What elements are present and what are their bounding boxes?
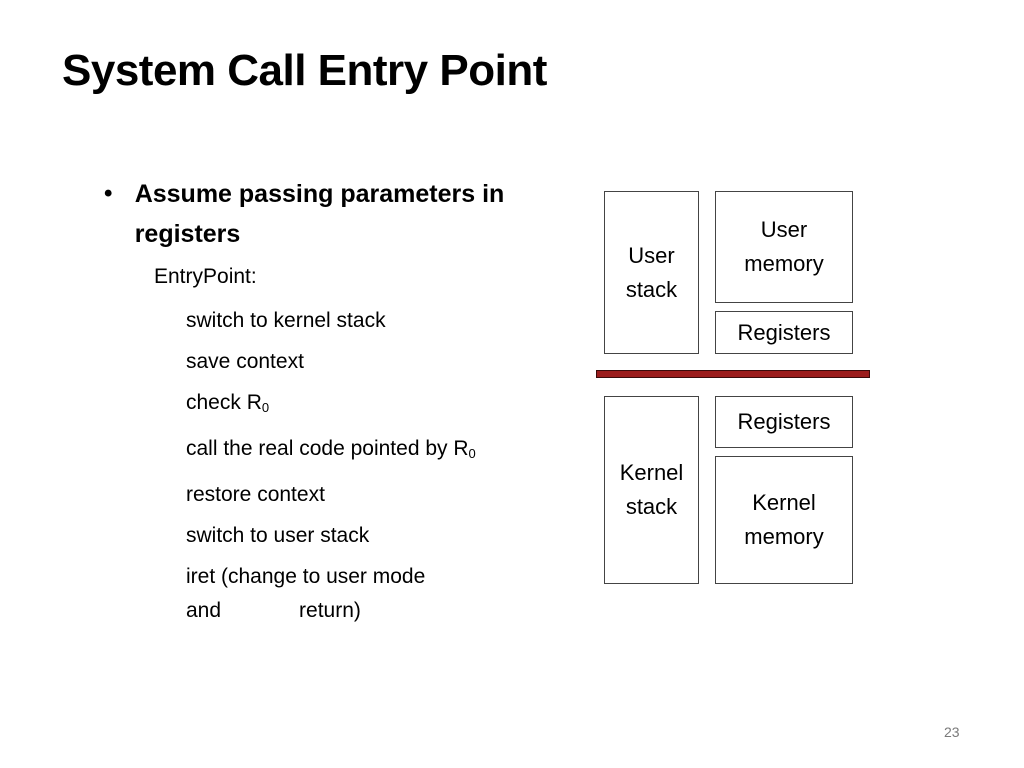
user-registers-label: Registers <box>737 319 831 345</box>
step-switch-user-stack: switch to user stack <box>186 524 370 547</box>
kernel-registers-box: Registers <box>715 396 853 448</box>
step-iret-return: return) <box>299 599 361 622</box>
step-save-context: save context <box>186 350 304 373</box>
user-memory-box: User memory <box>715 191 853 303</box>
step-check-text: check R <box>186 391 262 414</box>
bullet-text: Assume passing parameters in registers <box>134 180 505 248</box>
user-registers-box: Registers <box>715 311 853 354</box>
code-steps: switch to kernel stack save context chec… <box>186 304 506 635</box>
step-iret: iret (change to user mode and return) <box>186 560 506 628</box>
subscript-zero: 0 <box>468 446 476 461</box>
step-check-r0: check R0 <box>186 386 506 425</box>
slide-title: System Call Entry Point <box>62 46 547 95</box>
user-stack-box: User stack <box>604 191 699 354</box>
user-memory-label: User memory <box>744 217 824 276</box>
bullet-icon: • <box>104 180 113 207</box>
kernel-memory-box: Kernel memory <box>715 456 853 584</box>
kernel-registers-label: Registers <box>737 409 831 434</box>
step-call-real-code: call the real code pointed by R0 <box>186 432 506 471</box>
user-stack-label: User stack <box>625 242 678 302</box>
step-call-text: call the real code pointed by R <box>186 437 469 460</box>
privilege-boundary-bar <box>596 370 870 378</box>
step-iret-text: iret (change to user mode <box>186 565 426 588</box>
step-switch-kernel-stack: switch to kernel stack <box>186 309 386 332</box>
bullet-list: • Assume passing parameters in registers <box>104 174 524 254</box>
step-iret-and: and <box>186 599 222 622</box>
entry-point-label: EntryPoint: <box>154 265 257 288</box>
bullet-item: • Assume passing parameters in registers <box>104 174 524 254</box>
kernel-stack-label: Kernel stack <box>619 460 684 519</box>
page-number: 23 <box>944 724 960 740</box>
kernel-stack-box: Kernel stack <box>604 396 699 584</box>
subscript-zero: 0 <box>261 400 270 415</box>
kernel-memory-label: Kernel memory <box>744 490 824 549</box>
step-restore-context: restore context <box>186 483 325 506</box>
